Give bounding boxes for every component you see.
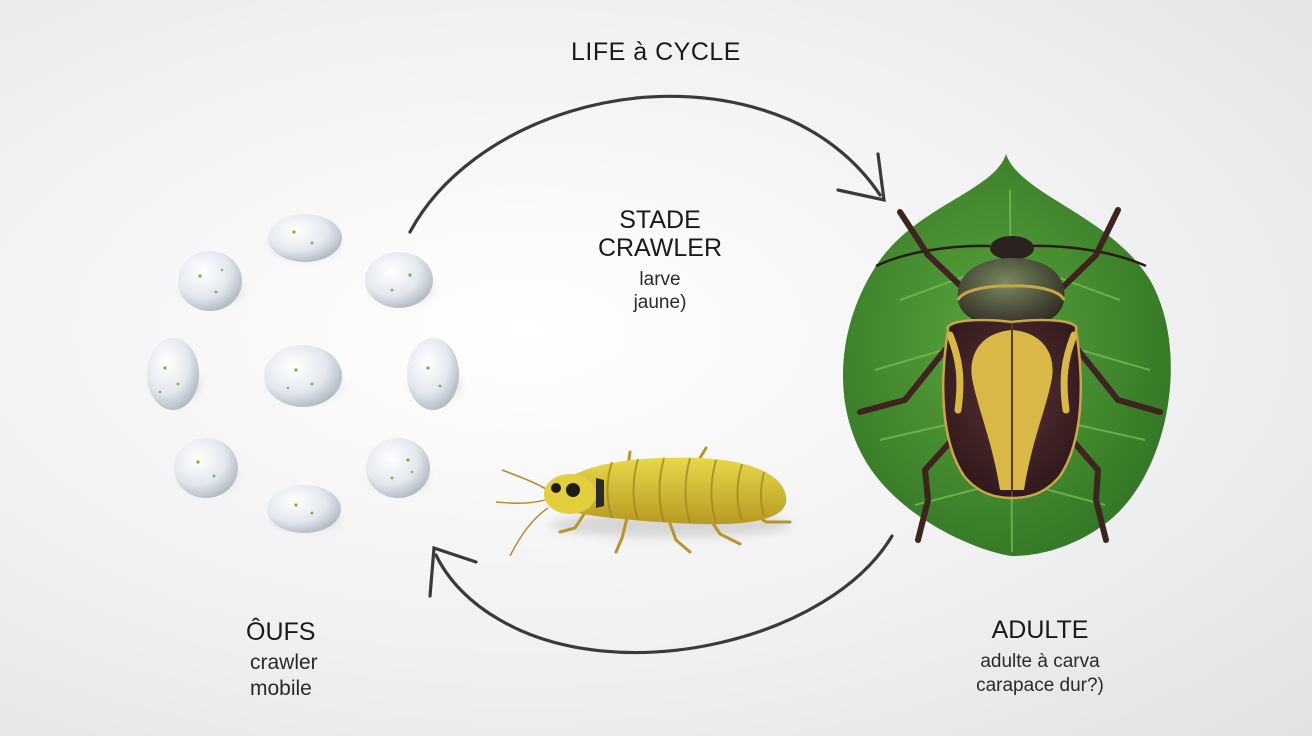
- eggs-stage-label: ÔUFS crawler mobile: [228, 618, 368, 702]
- crawler-sub-line1: larve: [639, 269, 681, 290]
- egg-icon: [365, 252, 433, 308]
- crawler-heading-line2: CRAWLER: [597, 234, 723, 262]
- adult-sub-line1: adulte à carva: [980, 651, 1100, 672]
- egg-icon: [264, 345, 342, 407]
- egg-icon: [366, 438, 430, 498]
- egg-cluster: [147, 214, 460, 533]
- eggs-sub-line1: crawler: [250, 651, 318, 674]
- egg-icon: [267, 485, 341, 533]
- adult-heading: ADULTE: [991, 616, 1089, 644]
- egg-icon: [178, 251, 242, 311]
- crawler-sub-line2: jaune): [633, 292, 687, 313]
- eggs-sub-line2: mobile: [250, 677, 312, 700]
- eggs-heading: ÔUFS: [246, 618, 316, 646]
- adult-stage-label: ADULTE adulte à carva carapace dur?): [930, 616, 1150, 698]
- egg-icon: [268, 214, 342, 262]
- egg-icon: [147, 338, 200, 410]
- egg-icon: [174, 438, 238, 498]
- diagram-title: LIFE à CYCLE: [571, 38, 741, 66]
- beetle-icon: [857, 207, 1163, 543]
- egg-icon: [407, 338, 460, 410]
- cycle-arrow-icon: [408, 94, 894, 655]
- larva-icon: [495, 446, 792, 557]
- adult-sub-line2: carapace dur?): [976, 675, 1104, 696]
- crawler-heading-line1: STADE: [619, 206, 701, 234]
- crawler-stage-label: STADE CRAWLER larve jaune): [560, 206, 760, 314]
